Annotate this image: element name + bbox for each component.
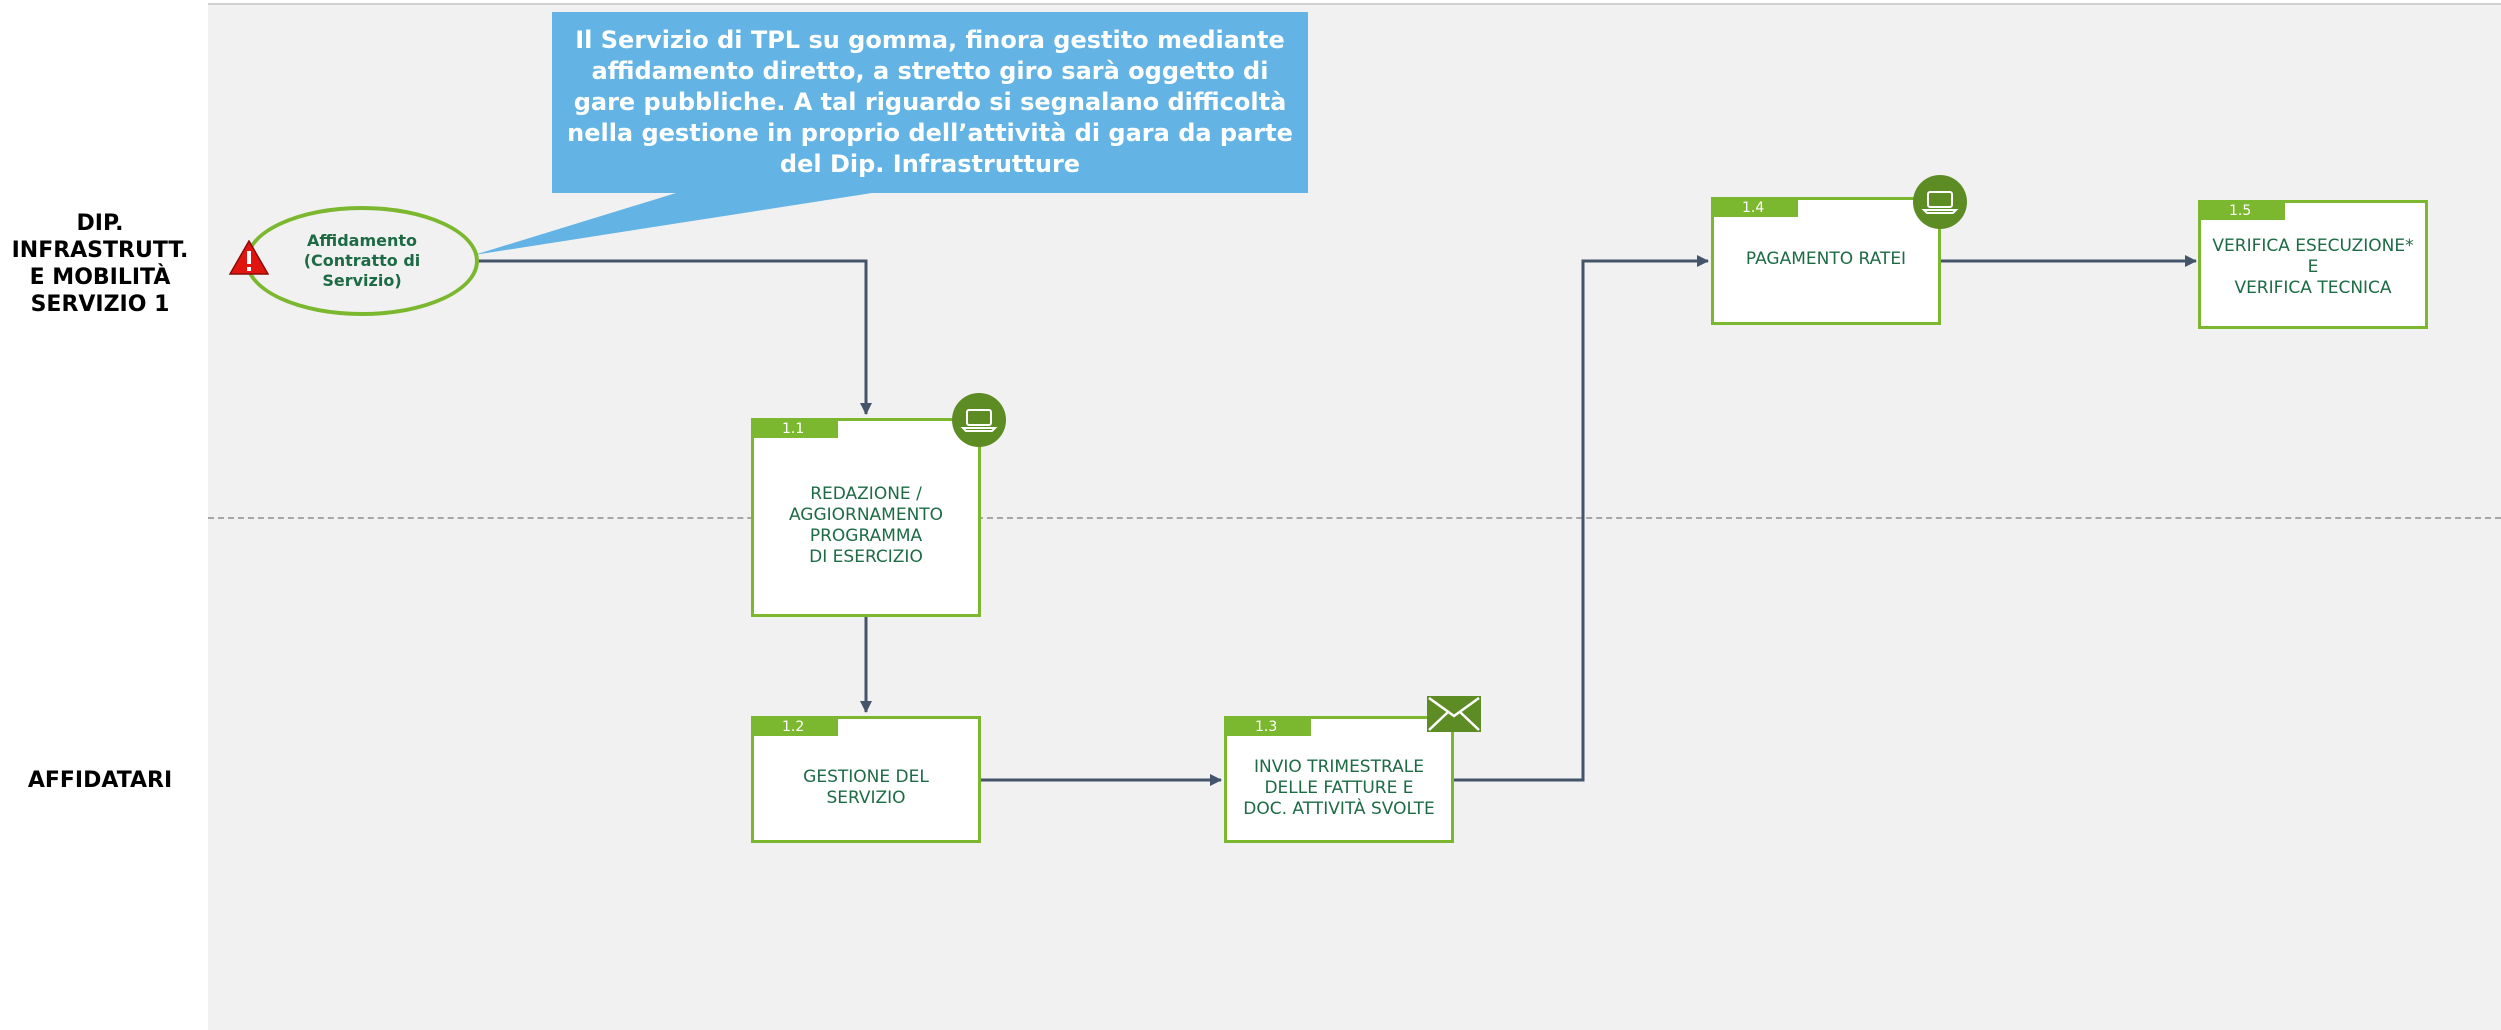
connector-start-to-1-1 [478,259,872,415]
task-label: GESTIONE DEL SERVIZIO [803,767,929,808]
lane-label-affidatari: AFFIDATARI [27,768,173,793]
task-number: 1.1 [754,421,838,438]
task-label: PAGAMENTO RATEI [1745,249,1907,269]
computer-icon [1913,175,1967,229]
computer-icon [952,393,1006,447]
callout-note: Il Servizio di TPL su gomma, finora gest… [567,25,1293,178]
start-event[interactable]: Affidamento (Contratto di Servizio) [245,206,479,316]
task-1-4[interactable]: 1.4 PAGAMENTO RATEI [1711,197,1941,325]
task-number: 1.5 [2201,203,2285,220]
task-1-3[interactable]: 1.3 INVIO TRIMESTRALE DELLE FATTURE E DO… [1224,716,1454,843]
lane-divider [208,517,2501,519]
callout-shape [474,12,1308,255]
task-label: VERIFICA ESECUZIONE* E VERIFICA TECNICA [2212,236,2414,298]
warning-icon [229,240,269,275]
task-1-2[interactable]: 1.2 GESTIONE DEL SERVIZIO [751,716,981,843]
envelope-icon [1427,696,1481,732]
task-number: 1.4 [1714,200,1798,217]
task-label: INVIO TRIMESTRALE DELLE FATTURE E DOC. A… [1243,756,1435,819]
task-1-5[interactable]: 1.5 VERIFICA ESECUZIONE* E VERIFICA TECN… [2198,200,2428,329]
task-number: 1.2 [754,719,838,736]
connector-1-3-to-1-4 [1453,255,1709,782]
task-1-1[interactable]: 1.1 REDAZIONE / AGGIORNAMENTO PROGRAMMA … [751,418,981,617]
lane-label-dip-infrastrutture: DIP. INFRASTRUTT. E MOBILITÀ SERVIZIO 1 [11,211,189,317]
task-number: 1.3 [1227,719,1311,736]
task-label: REDAZIONE / AGGIORNAMENTO PROGRAMMA DI E… [788,484,944,567]
